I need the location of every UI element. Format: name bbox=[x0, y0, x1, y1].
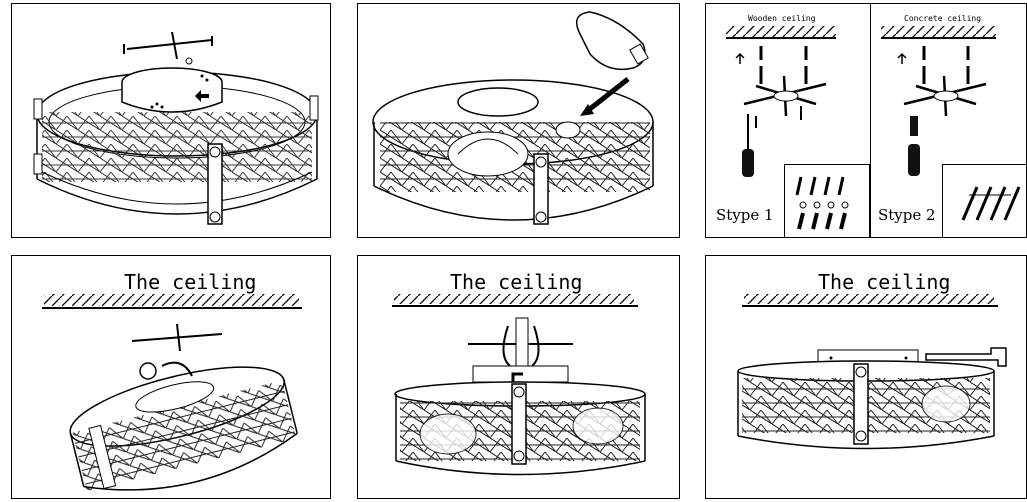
tighten-illustration bbox=[737, 294, 1007, 450]
ceiling-label: The ceiling bbox=[450, 270, 583, 294]
hardware-box-2 bbox=[942, 164, 1026, 237]
ceiling-label: The ceiling bbox=[818, 270, 951, 294]
panel-divider bbox=[870, 4, 871, 237]
concrete-ceiling-label: Concrete ceiling bbox=[904, 14, 982, 23]
step-panel-3: Wooden ceiling Concrete ceiling bbox=[705, 3, 1027, 238]
wiring-illustration bbox=[42, 294, 302, 491]
bulb-install-illustration bbox=[372, 11, 654, 225]
step-panel-6: The ceiling bbox=[705, 255, 1027, 499]
ceiling-label: The ceiling bbox=[124, 270, 257, 294]
type-label-2: Stype 2 bbox=[878, 206, 936, 224]
step-panel-4: The ceiling bbox=[11, 255, 331, 499]
hardware-box-1 bbox=[784, 164, 870, 237]
step-panel-1 bbox=[11, 3, 331, 238]
step-panel-5: The ceiling bbox=[357, 255, 680, 499]
mounting-bracket-illustration bbox=[726, 26, 996, 177]
fan-cage-illustration bbox=[33, 31, 319, 225]
type-label-1: Stype 1 bbox=[716, 206, 774, 224]
wooden-ceiling-label: Wooden ceiling bbox=[748, 14, 816, 23]
attach-illustration bbox=[392, 294, 646, 476]
step-panel-2 bbox=[357, 3, 680, 238]
